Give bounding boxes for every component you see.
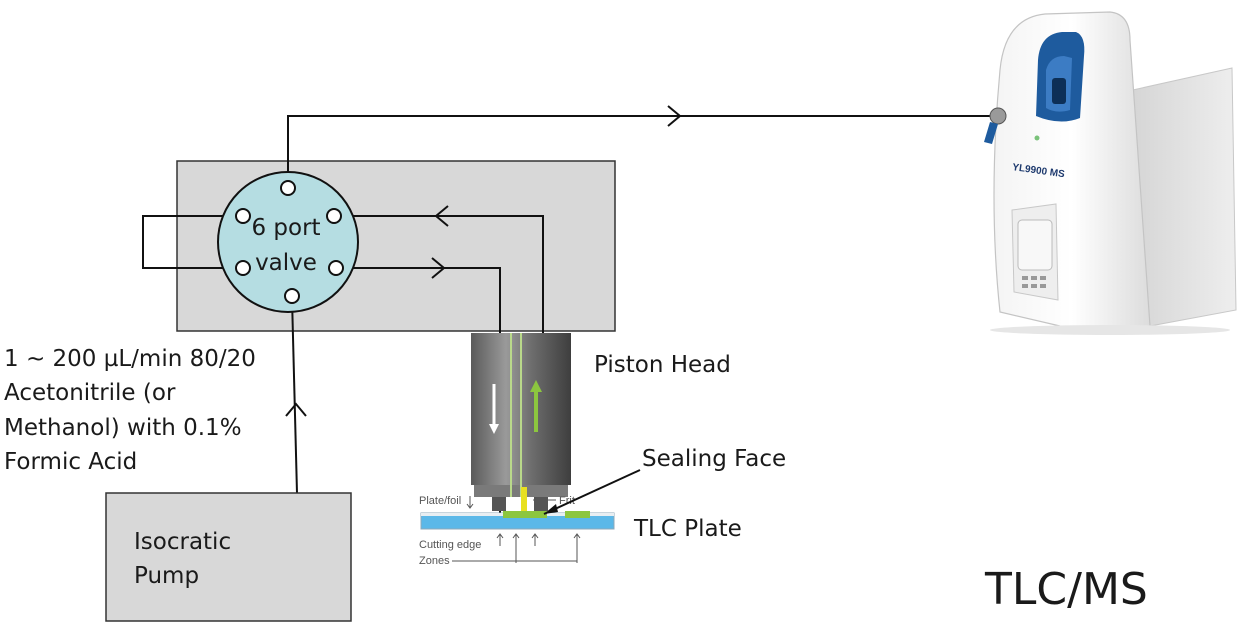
arrow-right-top [667, 105, 682, 127]
port-bottom [284, 288, 300, 304]
flow-note-line4: Formic Acid [4, 449, 137, 475]
port-lower-left [235, 260, 251, 276]
port-top [280, 180, 296, 196]
tube-valve-to-ms [287, 115, 990, 188]
mass-spectrometer: YL9900 MS [984, 11, 1237, 335]
port-upper-right [326, 208, 342, 224]
sealing-face-label: Sealing Face [642, 446, 786, 472]
valve-label-line1: 6 port [251, 215, 320, 241]
valve-ports [235, 180, 344, 304]
arrow-right-supply [431, 257, 446, 279]
cutting-edge-label: Cutting edge [419, 539, 481, 551]
frit-label: Frit [559, 495, 575, 507]
zone-1 [503, 511, 547, 518]
tlc-plate-label: TLC Plate [633, 516, 742, 542]
tlc-plate [420, 511, 615, 530]
pump-label-line2: Pump [134, 563, 199, 589]
frit [521, 487, 527, 511]
six-port-valve [217, 171, 359, 313]
plate-foil-label: Plate/foil [419, 495, 461, 507]
valve-label-line2: valve [255, 250, 317, 276]
flow-note-line2: Acetonitrile (or [4, 380, 176, 406]
tube-loop [142, 215, 243, 269]
port-upper-left [235, 208, 251, 224]
flow-note-line3: Methanol) with 0.1% [4, 415, 242, 441]
tube-pump [291, 297, 298, 494]
diagram-title: TLC/MS [984, 564, 1148, 615]
flow-arrows [285, 105, 682, 417]
isocratic-pump [105, 492, 352, 622]
piston-head-label: Piston Head [594, 352, 731, 378]
zone-2 [565, 511, 590, 518]
sealing-face-pointer [543, 469, 641, 515]
plate-annotation-lines [452, 533, 581, 563]
port-lower-right [328, 260, 344, 276]
tubing [142, 115, 990, 513]
arrow-left-return [434, 205, 449, 227]
piston-head [471, 333, 571, 511]
arrow-up-pump [285, 402, 307, 417]
zones-label: Zones [419, 555, 450, 567]
flow-note-line1: 1 ~ 200 µL/min 80/20 [4, 346, 256, 372]
pump-label-line1: Isocratic [134, 529, 231, 555]
